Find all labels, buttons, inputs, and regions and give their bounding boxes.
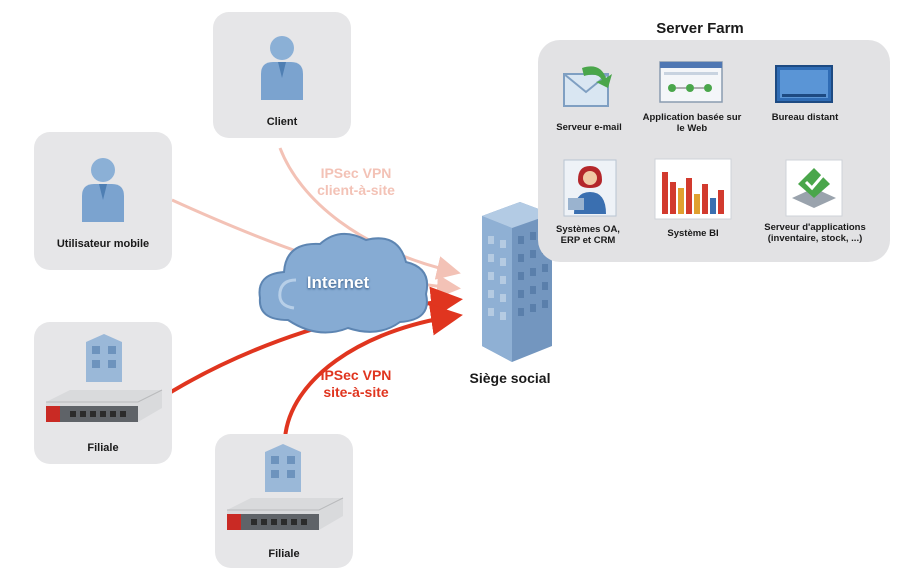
server-farm-panel: Serveur e-mail Application basée sur le …	[538, 40, 890, 262]
web-app-icon[interactable]	[658, 60, 724, 106]
headquarters-building-icon[interactable]	[460, 196, 560, 366]
client-vpn-label-line1: IPSec VPN	[320, 165, 392, 181]
branch2-vpn-line	[283, 303, 463, 439]
bi-label: Système BI	[667, 228, 719, 239]
bi-chart-icon[interactable]	[654, 158, 732, 220]
branch-label-1: Filiale	[87, 442, 119, 454]
client-vpn-label: IPSec VPN client-à-site	[296, 165, 416, 199]
app-server-icon[interactable]	[784, 158, 844, 218]
remote-desktop-label: Bureau distant	[771, 112, 839, 123]
client-label: Client	[266, 116, 298, 128]
mobile-user-node[interactable]: Utilisateur mobile	[34, 132, 172, 270]
erp-label: Systèmes OA, ERP et CRM	[556, 224, 620, 246]
building-icon	[86, 334, 122, 382]
internet-cloud-icon[interactable]	[248, 222, 438, 342]
branch-label-2: Filiale	[268, 548, 300, 560]
client-vpn-label-line2: client-à-site	[317, 182, 395, 198]
internet-label: Internet	[306, 273, 370, 292]
user-icon	[261, 36, 303, 100]
app-server-label: Serveur d'applications (inventaire, stoc…	[764, 222, 866, 244]
mobile-user-icon	[82, 158, 124, 222]
remote-desktop-icon[interactable]	[774, 64, 834, 108]
server-farm-title: Server Farm	[656, 20, 744, 37]
web-app-label: Application basée sur le Web	[642, 112, 742, 134]
client-node[interactable]: Client	[213, 12, 351, 138]
building-icon	[265, 444, 301, 492]
branch-node-2[interactable]: Filiale	[215, 434, 353, 568]
mail-server-icon[interactable]	[560, 62, 614, 112]
branch-node-1[interactable]: Filiale	[34, 322, 172, 464]
site-vpn-label-line2: site-à-site	[323, 384, 389, 400]
client-vpn-line	[278, 147, 461, 280]
firewall-icon	[46, 389, 163, 422]
site-vpn-label: IPSec VPN site-à-site	[296, 367, 416, 401]
erp-user-icon[interactable]	[562, 158, 618, 218]
mail-server-label: Serveur e-mail	[556, 122, 622, 133]
mobile-user-label: Utilisateur mobile	[56, 238, 150, 250]
firewall-icon	[227, 497, 344, 530]
site-vpn-label-line1: IPSec VPN	[320, 367, 392, 383]
headquarters-label: Siège social	[469, 370, 551, 386]
